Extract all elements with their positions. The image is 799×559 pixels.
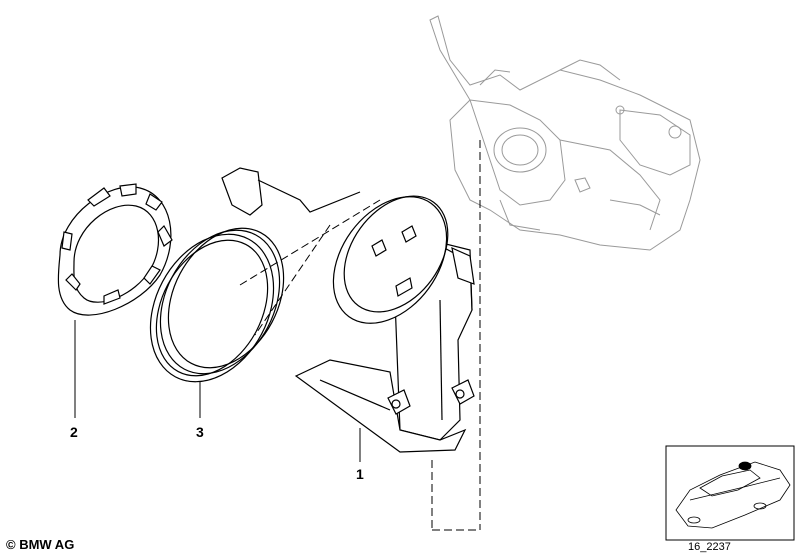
dashed-leader-lines: [239, 140, 481, 531]
part-cover: [57, 183, 173, 316]
part-number-1: 1: [356, 466, 364, 482]
part-fuel-pump-unit: [221, 167, 475, 453]
copyright-text: © BMW AG: [6, 537, 75, 552]
car-thumbnail: [665, 445, 795, 541]
part-number-2: 2: [70, 424, 78, 440]
part-number-3: 3: [196, 424, 204, 440]
fuel-tank-ghost: [429, 15, 701, 251]
diagram-id: 16_2237: [688, 541, 731, 553]
part-sealing-ring: [149, 227, 285, 383]
callout-lines: [74, 320, 361, 462]
thumb-marker-icon: [738, 461, 752, 471]
